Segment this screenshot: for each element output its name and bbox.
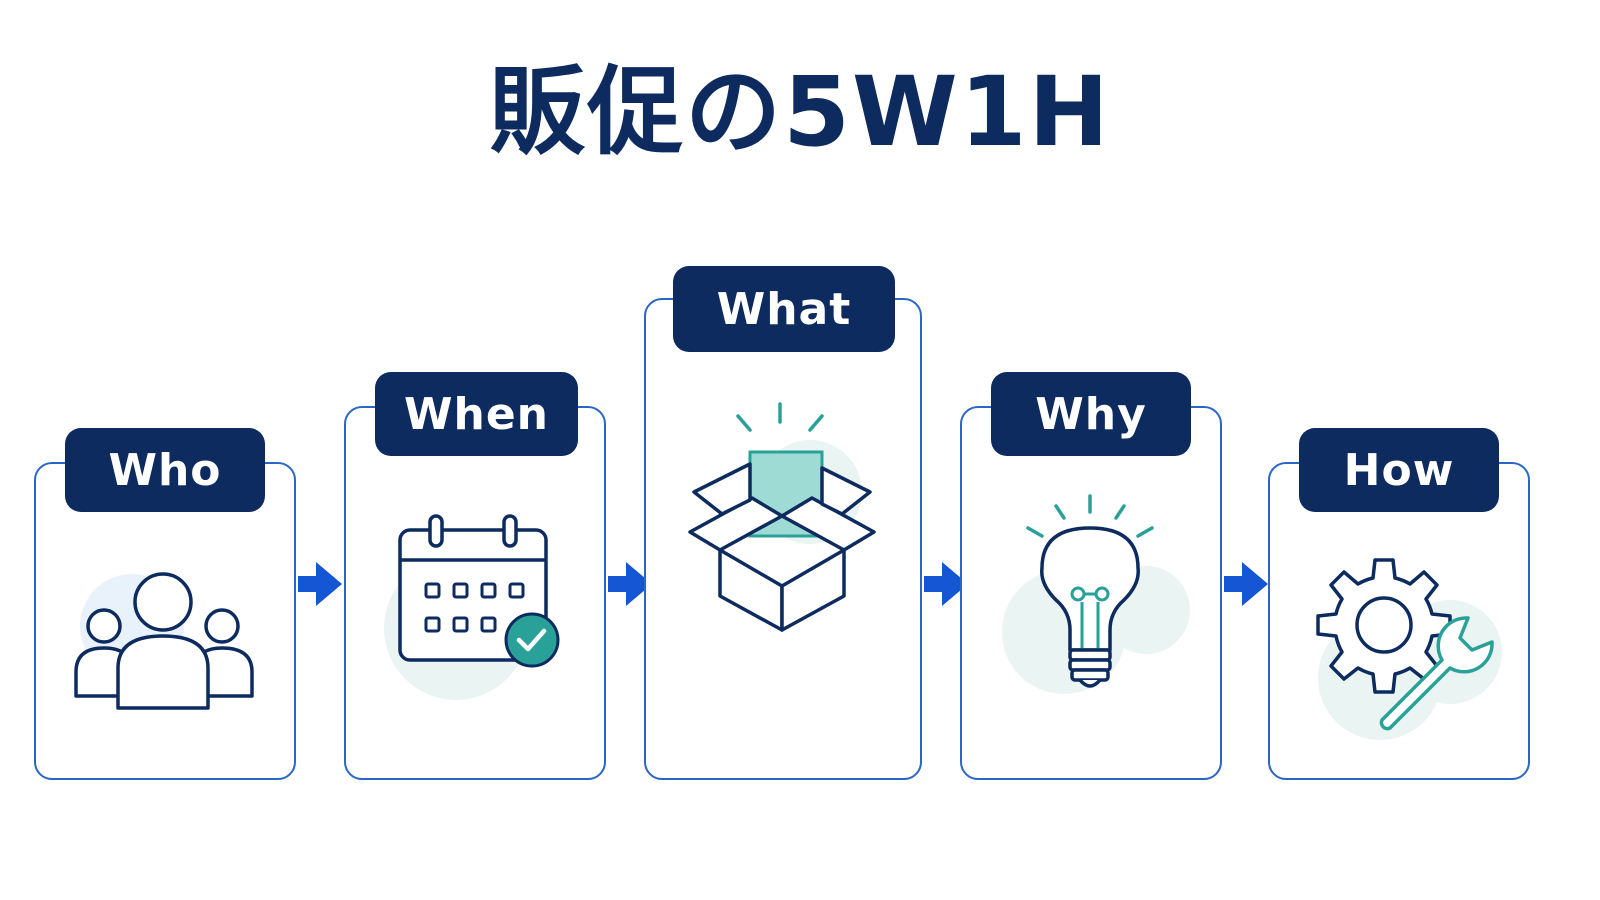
step-label-when: When — [375, 372, 578, 456]
open-box-icon — [686, 400, 878, 635]
lightbulb-icon — [998, 492, 1194, 698]
step-label-why: Why — [991, 372, 1191, 456]
people-icon — [70, 568, 260, 718]
flow-arrow-3 — [924, 560, 968, 608]
calendar-check-icon — [374, 512, 574, 702]
gear-wrench-icon — [1300, 548, 1510, 740]
diagram-title: 販促の5W1H — [489, 56, 1111, 168]
flow-arrow-1 — [298, 560, 342, 608]
step-label-how: How — [1299, 428, 1499, 512]
step-label-who: Who — [65, 428, 265, 512]
step-label-what: What — [673, 266, 895, 352]
flow-arrow-2 — [608, 560, 652, 608]
step-card-what — [644, 298, 922, 780]
flow-arrow-4 — [1224, 560, 1268, 608]
step-card-when — [344, 406, 606, 780]
